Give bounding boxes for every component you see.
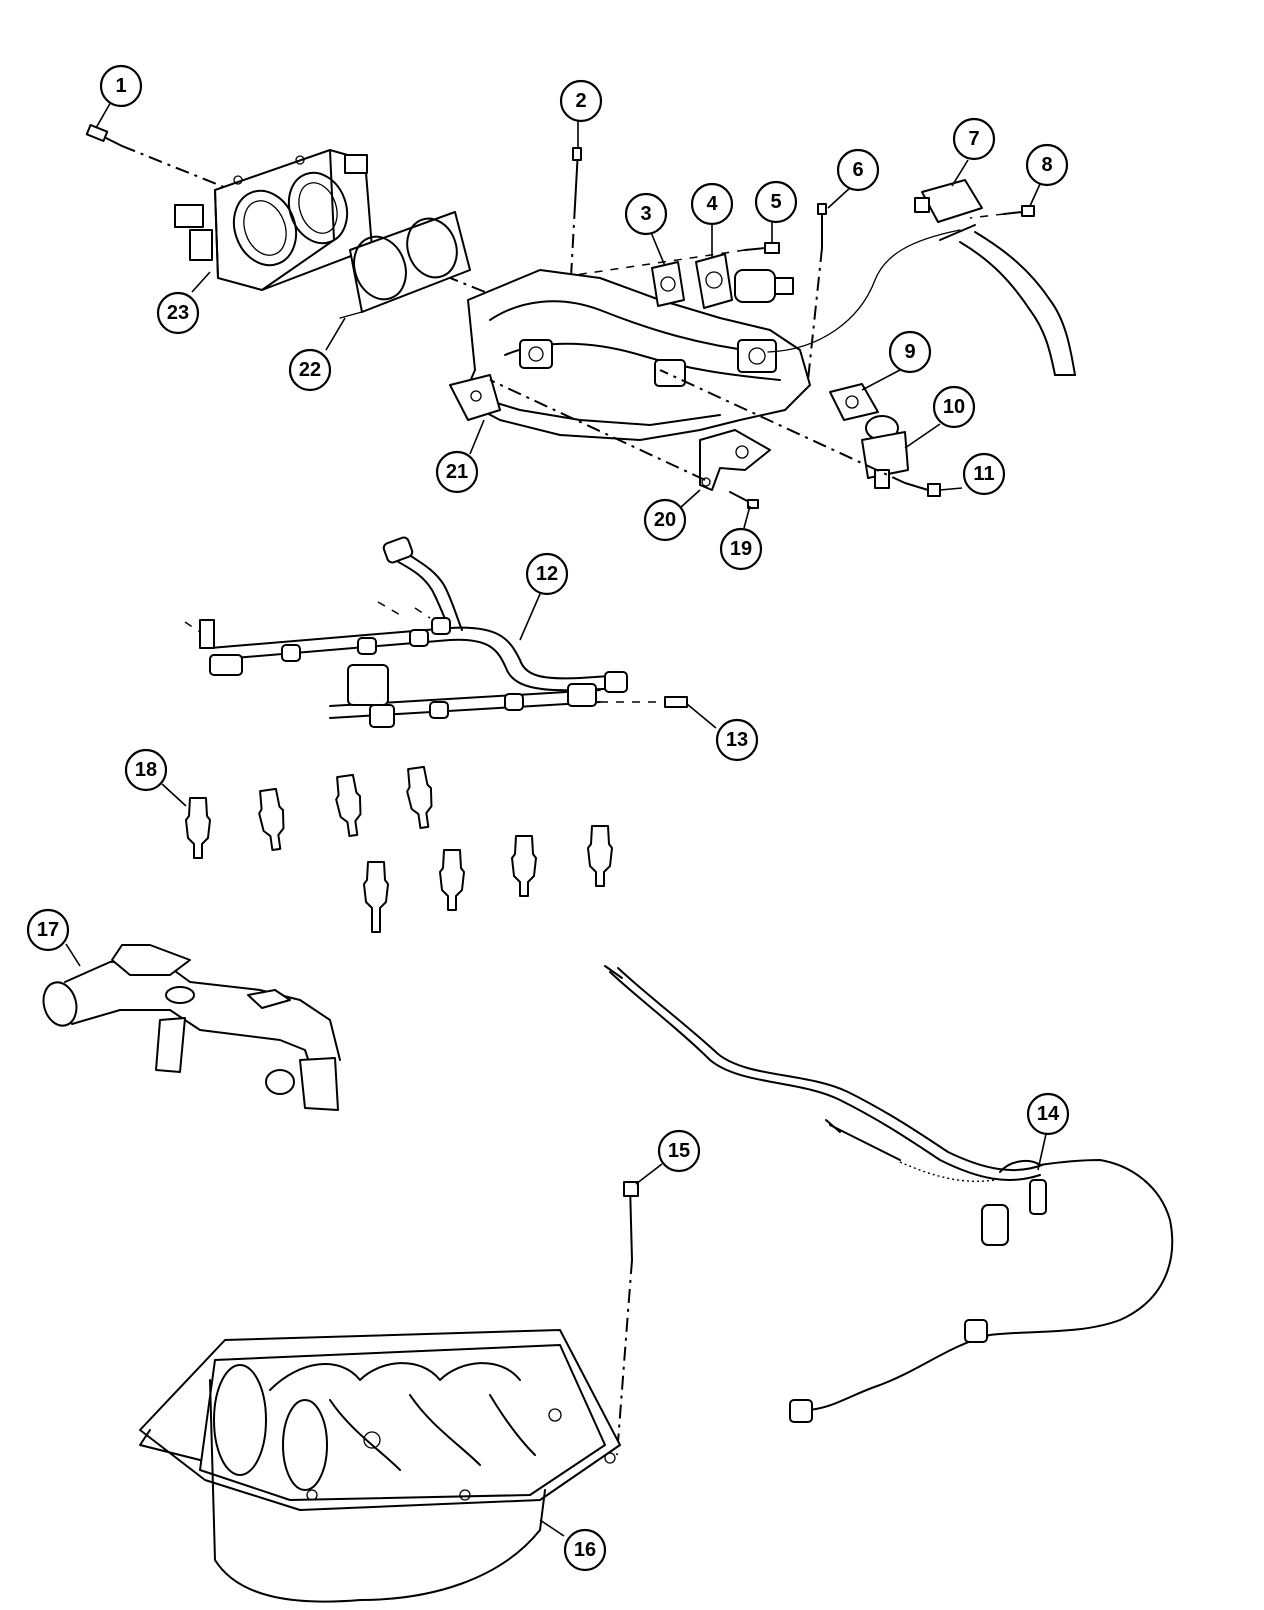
lower-intake-manifold-part-16 — [139, 1329, 621, 1603]
callout-22: 22 — [288, 348, 332, 392]
fuel-rail-part-12 — [199, 536, 628, 728]
callout-7: 7 — [952, 117, 996, 161]
callout-3: 3 — [624, 192, 668, 236]
bolt-part-11 — [904, 482, 941, 497]
bolt-part-8 — [1003, 205, 1035, 217]
assembly-line-8 — [969, 213, 1005, 219]
throttle-body-part-23 — [174, 149, 373, 291]
callout-4: 4 — [690, 182, 734, 226]
callout-1-label: 1 — [115, 75, 126, 97]
stud-part-15 — [623, 1181, 639, 1261]
callout-15: 15 — [657, 1129, 701, 1173]
callout-23: 23 — [156, 291, 200, 335]
callout-16-label: 16 — [574, 1539, 596, 1561]
sensor-part-10 — [861, 415, 909, 489]
bracket-part-20 — [699, 429, 771, 491]
callout-13: 13 — [715, 718, 759, 762]
stud-part-2 — [572, 147, 582, 206]
callout-10: 10 — [932, 385, 976, 429]
assembly-line-6 — [807, 247, 823, 381]
gasket-part-3 — [651, 261, 685, 307]
callout-22-label: 22 — [299, 359, 321, 381]
callout-2: 2 — [559, 79, 603, 123]
callout-21: 21 — [435, 450, 479, 494]
gasket-part-9 — [829, 383, 879, 421]
callout-19: 19 — [719, 527, 763, 571]
bolt-part-13 — [664, 696, 688, 708]
callout-19-label: 19 — [730, 538, 752, 560]
assembly-line-12c — [414, 607, 431, 619]
callout-3-label: 3 — [640, 203, 651, 225]
callout-8: 8 — [1025, 143, 1069, 187]
callout-11: 11 — [962, 452, 1006, 496]
callout-17: 17 — [26, 908, 70, 952]
callout-4-label: 4 — [706, 193, 718, 215]
callout-20-label: 20 — [654, 509, 676, 531]
assembly-line-5 — [574, 249, 746, 276]
bolt-part-1 — [85, 123, 123, 147]
callout-5: 5 — [754, 180, 798, 224]
callout-12: 12 — [525, 552, 569, 596]
vacuum-hose-part — [939, 224, 1076, 376]
callout-15-label: 15 — [668, 1140, 690, 1162]
callout-5-label: 5 — [770, 191, 781, 213]
coolant-tube-part-17 — [42, 944, 341, 1111]
callout-21-label: 21 — [446, 461, 468, 483]
callout-17-label: 17 — [37, 919, 59, 941]
callout-2-label: 2 — [575, 90, 586, 112]
assembly-line-11 — [659, 369, 906, 484]
assembly-line-19 — [489, 379, 706, 481]
callout-16: 16 — [563, 1528, 607, 1572]
callout-12-label: 12 — [536, 563, 558, 585]
callout-7-label: 7 — [968, 128, 979, 150]
callout-9-label: 9 — [904, 341, 915, 363]
gasket-part-22 — [339, 211, 471, 319]
bolt-part-19 — [729, 491, 759, 509]
callout-14: 14 — [1026, 1092, 1070, 1136]
upper-intake-plenum-part-21 — [449, 269, 811, 441]
callout-11-label: 11 — [973, 463, 994, 485]
callout-8-label: 8 — [1041, 154, 1052, 176]
callout-1: 1 — [99, 64, 143, 108]
callout-13-label: 13 — [726, 729, 748, 751]
assembly-line-12a — [184, 621, 201, 633]
sensor-part-7 — [914, 179, 983, 223]
callout-10-label: 10 — [943, 396, 965, 418]
assembly-line-15 — [616, 1259, 633, 1456]
callout-6: 6 — [836, 148, 880, 192]
fuel-injectors-part-18 — [185, 765, 613, 933]
wiring-harness-part-14 — [604, 965, 1174, 1423]
callout-9: 9 — [888, 330, 932, 374]
stud-part-6 — [817, 203, 827, 249]
callout-6-label: 6 — [852, 159, 863, 181]
callout-14-label: 14 — [1037, 1103, 1060, 1125]
idle-air-control-valve-part-4 — [695, 253, 794, 309]
assembly-line-12b — [377, 601, 403, 617]
vacuum-line — [767, 229, 961, 353]
callout-23-label: 23 — [167, 302, 189, 324]
callout-20: 20 — [643, 498, 687, 542]
callout-18: 18 — [124, 748, 168, 792]
leader-lines — [65, 99, 1047, 1537]
bolt-part-5 — [744, 242, 780, 254]
callout-18-label: 18 — [135, 759, 157, 781]
